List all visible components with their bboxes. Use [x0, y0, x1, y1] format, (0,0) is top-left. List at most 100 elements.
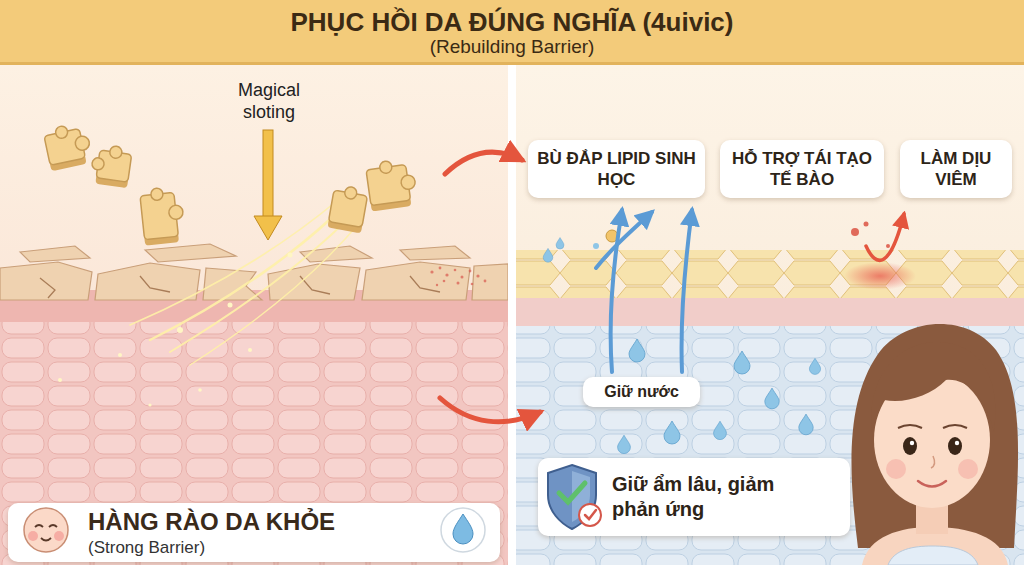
glow-streak — [150, 205, 345, 340]
puzzle-piece — [379, 160, 393, 174]
cracked-skin-surface — [362, 262, 470, 300]
puzzle-piece — [43, 121, 94, 171]
sparkle — [288, 253, 293, 258]
woman-figure — [931, 456, 935, 468]
box-subtext: (Strong Barrier) — [88, 537, 430, 558]
cracked-skin-surface — [268, 264, 360, 300]
water-drop — [543, 248, 553, 262]
irritation-dots — [436, 284, 438, 286]
title-banner — [0, 0, 1024, 64]
sparkle — [198, 388, 202, 392]
lipid-dot — [593, 243, 599, 249]
puzzle-piece — [365, 158, 418, 212]
puzzle-piece — [89, 143, 132, 188]
water-drop — [734, 351, 750, 374]
puzzle-piece — [109, 145, 123, 159]
woman-figure — [910, 441, 914, 445]
box-text: BÙ ĐẮP LIPID SINH HỌC — [536, 148, 697, 191]
irritation-dots — [476, 274, 479, 277]
status-box: HÀNG RÀO DA KHỎE(Strong Barrier) — [8, 503, 500, 562]
water-drop — [629, 339, 645, 362]
hydration-arrow — [610, 210, 622, 372]
right-panel — [516, 65, 1024, 565]
shield-icon — [542, 461, 606, 533]
irritation-dots — [443, 280, 446, 283]
irritation-dots — [430, 270, 433, 273]
puzzle-piece — [150, 188, 163, 201]
puzzle-piece — [139, 186, 186, 246]
cracked-skin-surface — [0, 244, 508, 300]
tag-box: Giữ nước — [583, 377, 700, 407]
pointer-arrow — [254, 216, 282, 240]
crack-line — [140, 276, 170, 292]
title-banner — [0, 0, 1024, 65]
irritation-dots — [461, 276, 464, 279]
puzzle-piece — [54, 125, 68, 139]
hydration-arrow — [681, 210, 692, 372]
cracked-skin-surface — [0, 262, 92, 300]
cracked-skin-surface — [20, 246, 90, 262]
irritation-dots — [457, 282, 460, 285]
inflammation-dot — [864, 222, 869, 227]
box-text: LÀM DỊU VIÊM — [908, 148, 1004, 191]
woman-figure — [851, 324, 1018, 565]
inflammation-dot — [886, 244, 890, 248]
irritation-dots — [445, 273, 448, 276]
irritation-dots — [430, 267, 486, 287]
sparkle — [58, 253, 293, 407]
benefit-box: LÀM DỊU VIÊM — [900, 140, 1012, 198]
woman-figure — [903, 437, 917, 455]
cracked-skin-surface — [145, 244, 236, 262]
panel-divider — [508, 65, 516, 565]
sparkle — [58, 378, 62, 382]
crack-line — [410, 276, 440, 292]
cracked-skin-surface — [472, 264, 508, 300]
water-drop — [799, 414, 813, 435]
water-drop — [556, 238, 564, 250]
woman-figure — [851, 324, 1018, 548]
box-text: Giữ ẩm lâu, giảm phản ứng — [612, 472, 780, 522]
box-text: HỖ TRỢ TÁI TẠO TẾ BÀO — [728, 148, 876, 191]
puzzle-piece — [43, 121, 419, 246]
puzzle-piece — [91, 157, 105, 171]
glow-streak — [190, 222, 360, 365]
left-panel — [0, 322, 508, 565]
benefit-box: HỖ TRỢ TÁI TẠO TẾ BÀO — [720, 140, 884, 198]
cracked-skin-surface — [400, 246, 470, 260]
diagram-title: PHỤC HỒI DA ĐÚNG NGHĨA (4uivic) — [0, 6, 1024, 39]
irritation-dots — [439, 267, 442, 270]
woman-figure — [871, 342, 995, 432]
woman-figure — [898, 425, 922, 428]
water-drop — [765, 388, 779, 409]
title-banner — [0, 62, 1024, 65]
cracked-skin-surface — [95, 263, 200, 300]
water-drop — [809, 358, 820, 374]
woman-figure — [888, 546, 978, 565]
woman-figure — [958, 459, 978, 479]
woman-figure — [918, 481, 946, 487]
box-text: HÀNG RÀO DA KHỎE — [88, 507, 430, 537]
right-panel — [516, 326, 1024, 565]
hydration-arrow — [596, 210, 692, 372]
woman-figure — [955, 441, 959, 445]
water-drop — [664, 421, 680, 444]
drop-icon — [436, 505, 490, 555]
puzzle-piece — [344, 186, 358, 200]
water-drop — [618, 435, 631, 453]
soothe-arrow — [866, 214, 904, 260]
water-drop — [714, 421, 727, 439]
flow-arrow — [445, 152, 522, 174]
crack-line — [40, 278, 55, 298]
flow-arrow — [440, 398, 540, 422]
irritation-dots — [469, 270, 472, 273]
woman-figure — [948, 437, 962, 455]
left-panel — [0, 65, 508, 565]
right-panel — [844, 262, 916, 290]
woman-figure — [886, 459, 906, 479]
right-panel — [516, 298, 1024, 328]
pointer-arrow — [263, 130, 273, 218]
inflammation-dot — [851, 228, 859, 236]
callout-label: Magical sloting — [214, 80, 324, 123]
